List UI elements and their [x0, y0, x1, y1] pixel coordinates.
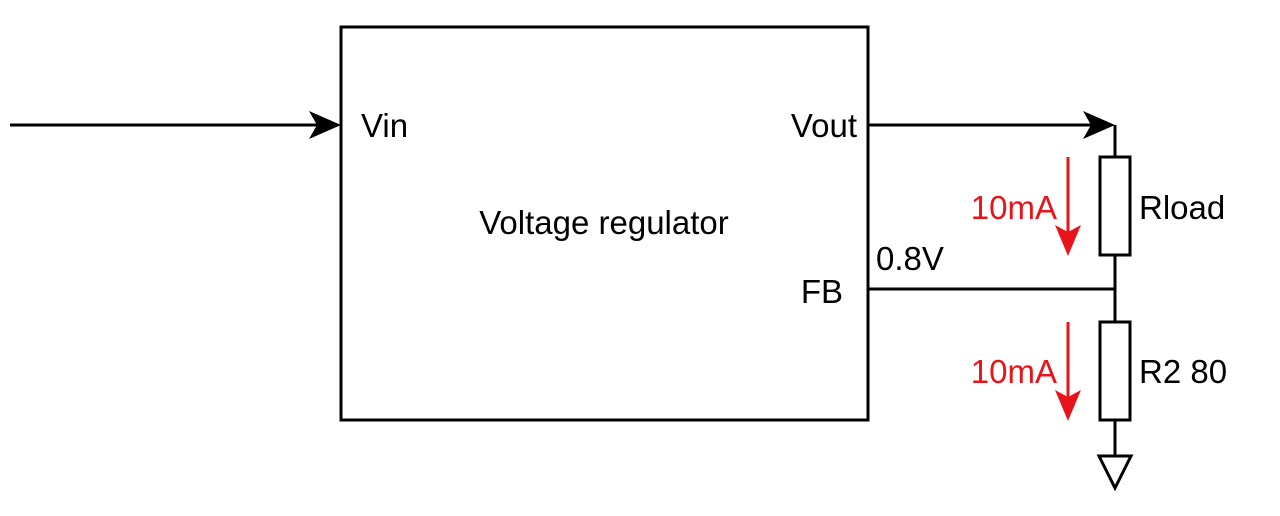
vin-pin-label: Vin — [361, 107, 408, 144]
upper-current-arrow-icon — [1055, 157, 1081, 256]
r2-label: R2 80 — [1139, 353, 1227, 390]
output-arrow-icon — [1083, 111, 1115, 139]
input-arrow-icon — [309, 111, 341, 139]
upper-current-label: 10mA — [971, 189, 1057, 226]
vout-pin-label: Vout — [791, 107, 857, 144]
r2-resistor — [1098, 320, 1132, 422]
input-wire — [10, 111, 341, 139]
rload-resistor — [1098, 155, 1132, 257]
rload-label: Rload — [1139, 189, 1225, 226]
lower-current-label: 10mA — [971, 353, 1057, 390]
regulator-title: Voltage regulator — [479, 204, 729, 241]
regulator-block — [339, 25, 870, 422]
fb-voltage-label: 0.8V — [876, 240, 944, 277]
ground-symbol-icon — [1096, 454, 1134, 492]
fb-pin-label: FB — [801, 273, 843, 310]
lower-current-arrow-icon — [1055, 322, 1081, 421]
output-wire — [868, 111, 1115, 139]
